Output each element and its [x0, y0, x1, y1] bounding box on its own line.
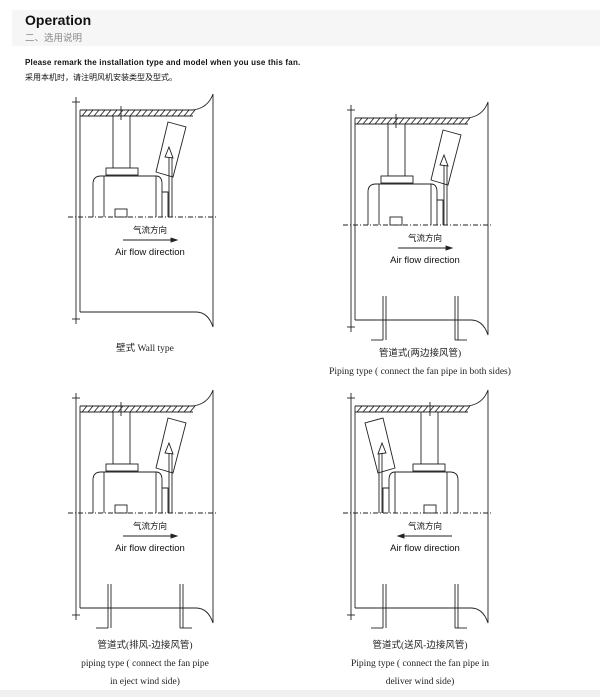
fan-casing: [80, 389, 214, 624]
motor-assembly: [382, 402, 459, 514]
support-foot: [179, 584, 192, 629]
caption-piping-deliver: 管道式(送风-边接风管)Piping type ( connect the fa…: [351, 641, 489, 687]
diagram-piping-eject-side: 气流方向 Air flow direction: [68, 388, 218, 629]
page-title: Operation: [25, 12, 92, 28]
fan-casing: [355, 101, 489, 336]
blade-icon: [430, 129, 462, 225]
intro-en: Please remark the installation type and …: [25, 58, 301, 67]
support-foot: [371, 584, 387, 629]
blade-icon: [155, 121, 187, 217]
airflow-arrow-icon: [398, 245, 454, 251]
caption-wall-type: 壁式 Wall type: [116, 344, 174, 354]
motor-assembly: [367, 114, 444, 226]
support-foot: [454, 584, 467, 629]
airflow-arrow-icon: [123, 237, 179, 243]
caption-piping-eject: 管道式(排风-边接风管)piping type ( connect the fa…: [81, 641, 209, 687]
header-bar: [12, 10, 600, 46]
support-foot: [96, 584, 112, 629]
airflow-arrow-icon: [123, 533, 179, 539]
flow-label-en: Air flow direction: [115, 543, 185, 554]
flow-label-en: Air flow direction: [115, 247, 185, 258]
blade-icon: [364, 417, 396, 513]
flow-label-zh: 气流方向: [408, 521, 442, 532]
support-foot: [371, 296, 387, 341]
airflow-arrow-icon: [396, 533, 452, 539]
flow-label-en: Air flow direction: [390, 543, 460, 554]
fan-casing: [355, 389, 489, 624]
diagram-piping-both-sides: 气流方向 Air flow direction: [343, 100, 493, 341]
flow-label-zh: 气流方向: [133, 225, 167, 236]
flow-label-en: Air flow direction: [390, 255, 460, 266]
page-subtitle: 二、选用说明: [25, 33, 83, 44]
fan-casing: [80, 93, 214, 328]
diagram-piping-deliver-side: 气流方向 Air flow direction: [343, 388, 493, 629]
flow-label-zh: 气流方向: [408, 233, 442, 244]
motor-assembly: [92, 106, 169, 218]
caption-piping-both: 管道式(两边接风管)Piping type ( connect the fan …: [329, 349, 511, 377]
flow-label-zh: 气流方向: [133, 521, 167, 532]
intro-zh: 采用本机时，请注明风机安装类型及型式。: [25, 73, 177, 82]
support-foot: [454, 296, 467, 341]
blade-icon: [155, 417, 187, 513]
motor-assembly: [92, 402, 169, 514]
diagram-wall-type: 气流方向 Air flow direction: [68, 92, 218, 332]
footer-bar: [0, 690, 600, 697]
